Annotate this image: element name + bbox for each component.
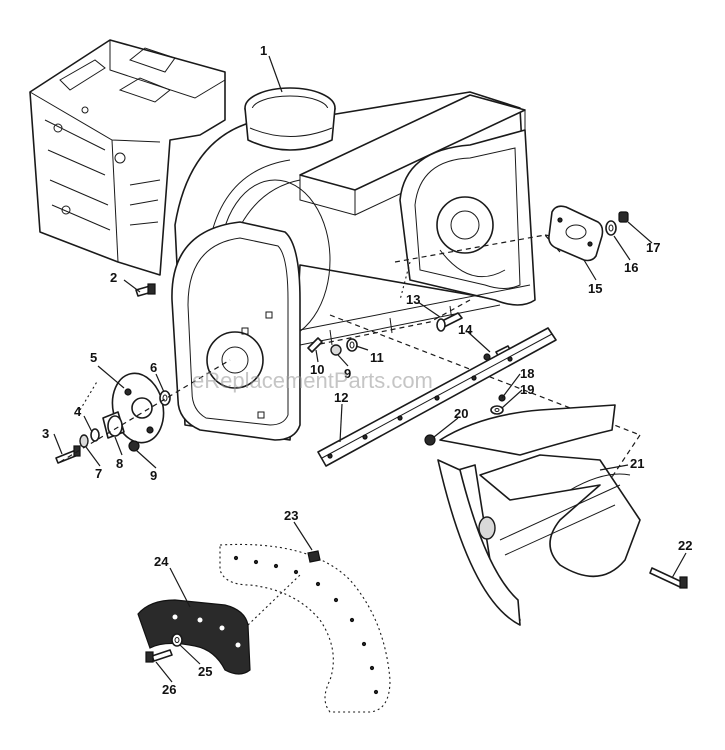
callout-labels: 1 2 3 4 5 6 7 8 9 10 9 11 12 13 14 15 16… xyxy=(42,43,692,697)
callout-17: 17 xyxy=(646,240,660,255)
callout-4: 4 xyxy=(74,404,82,419)
bolt-22 xyxy=(649,567,688,589)
callout-12: 12 xyxy=(334,390,348,405)
callout-9: 9 xyxy=(150,468,157,483)
callout-1: 1 xyxy=(260,43,267,58)
hardware-23-25-26 xyxy=(145,550,321,663)
callout-14: 14 xyxy=(458,322,473,337)
auger-housing xyxy=(171,87,536,441)
callout-25: 25 xyxy=(198,664,212,679)
callout-19: 19 xyxy=(520,382,534,397)
callout-10: 10 xyxy=(310,362,324,377)
callout-18: 18 xyxy=(520,366,534,381)
callout-6: 6 xyxy=(150,360,157,375)
callout-20: 20 xyxy=(454,406,468,421)
bearing-flange-group xyxy=(55,359,231,464)
leader-lines xyxy=(53,55,687,683)
auger-shield xyxy=(219,543,391,713)
callout-5: 5 xyxy=(90,350,97,365)
callout-15: 15 xyxy=(588,281,602,296)
callout-22: 22 xyxy=(678,538,692,553)
callout-7: 7 xyxy=(95,466,102,481)
callout-24: 24 xyxy=(154,554,169,569)
callout-8: 8 xyxy=(116,456,123,471)
callout-26: 26 xyxy=(162,682,176,697)
wear-strip xyxy=(137,574,301,675)
shave-plate xyxy=(317,327,557,467)
engine-block xyxy=(29,39,226,276)
callout-11: 11 xyxy=(370,350,384,365)
side-bearing-plate xyxy=(548,205,629,262)
callout-16: 16 xyxy=(624,260,638,275)
auger xyxy=(437,404,641,626)
callout-2: 2 xyxy=(110,270,117,285)
watermark: eReplacementParts.com xyxy=(192,368,433,393)
callout-23: 23 xyxy=(284,508,298,523)
callout-9b: 9 xyxy=(344,366,351,381)
callout-21: 21 xyxy=(630,456,644,471)
callout-3: 3 xyxy=(42,426,49,441)
callout-13: 13 xyxy=(406,292,420,307)
